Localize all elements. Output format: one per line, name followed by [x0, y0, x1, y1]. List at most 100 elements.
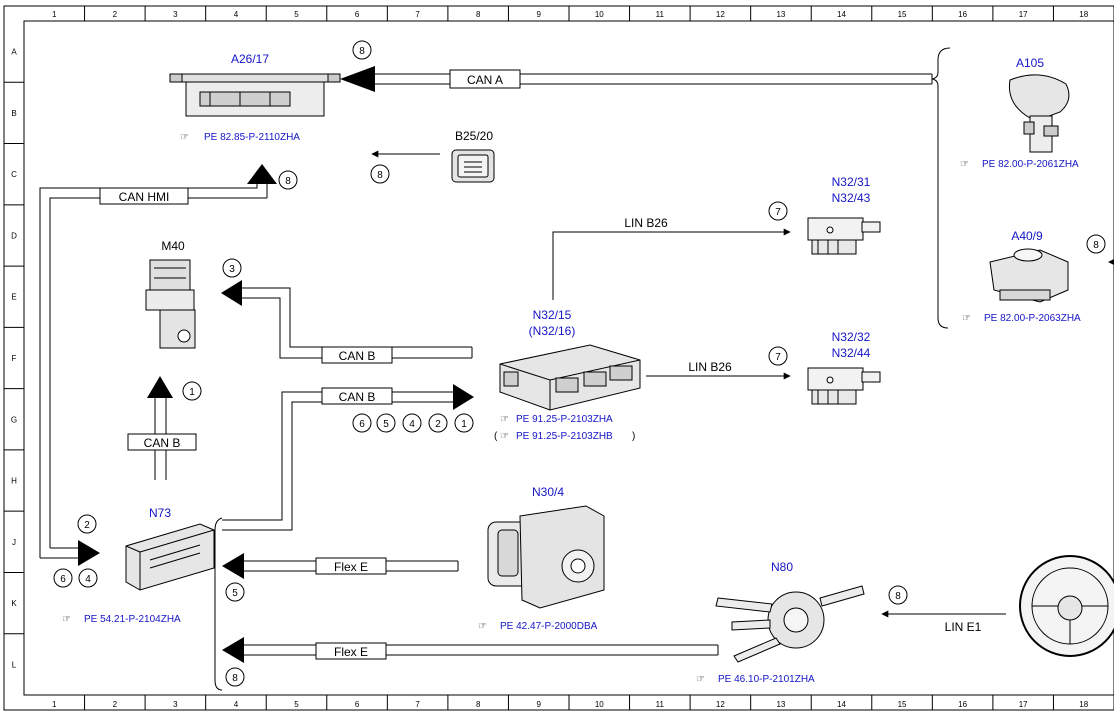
flex-e-bus-2 — [222, 637, 719, 663]
flex-e-label-2: Flex E — [334, 645, 368, 659]
grid-col-label-14-bottom: 14 — [837, 700, 846, 709]
marker-n73-6-text: 6 — [60, 574, 66, 585]
marker-flex-2-text: 8 — [232, 673, 238, 684]
grid-col-label-2-bottom: 2 — [113, 700, 118, 709]
marker-n73-2-text: 2 — [84, 520, 90, 531]
can-hmi-bus — [39, 164, 277, 558]
grid-col-label-5-bottom: 5 — [294, 700, 299, 709]
n32-32-connector-icon — [807, 367, 881, 405]
marker-g6-text: 6 — [359, 419, 365, 430]
n32-16-label: (N32/16) — [529, 324, 576, 338]
can-b-label-1: CAN B — [339, 349, 376, 363]
marker-a40 — [1086, 234, 1106, 254]
marker-flex-1-text: 5 — [232, 588, 238, 599]
marker-n73-2 — [77, 514, 97, 534]
a40-9-pointer-icon: ☞ — [962, 313, 971, 324]
marker-b25-text: 8 — [377, 170, 383, 181]
grid-row-label-J: J — [12, 538, 16, 547]
a105-ref: PE 82.00-P-2061ZHA — [982, 159, 1079, 170]
a105-pointer-icon: ☞ — [960, 159, 969, 170]
can-b-bus-up — [127, 376, 197, 480]
a40-9-label: A40/9 — [1011, 229, 1043, 243]
marker-n32-31-text: 7 — [775, 207, 781, 218]
n73-module-icon — [125, 523, 215, 591]
grid-col-label-6-top: 6 — [355, 10, 360, 19]
grid-col-label-14-top: 14 — [837, 10, 846, 19]
can-a-bus — [340, 66, 933, 92]
grid-col-label-3-top: 3 — [173, 10, 178, 19]
grid-col-label-11-bottom: 11 — [656, 700, 665, 709]
grid-col-label-4-bottom: 4 — [234, 700, 239, 709]
marker-a26-text: 8 — [359, 46, 365, 57]
n30-4-abs-unit-icon — [487, 505, 605, 609]
n30-4-pointer-icon: ☞ — [478, 621, 487, 632]
n32-31-connector-icon — [807, 217, 881, 255]
grid-col-label-12-top: 12 — [716, 10, 725, 19]
grid-col-label-11-top: 11 — [656, 10, 665, 19]
marker-n32-31 — [768, 201, 788, 221]
n73-can-hmi-end — [40, 547, 80, 559]
n80-label: N80 — [771, 560, 793, 574]
marker-a26 — [352, 40, 372, 60]
marker-flex-1 — [225, 582, 245, 602]
grid-col-label-2-top: 2 — [113, 10, 118, 19]
can-hmi-label: CAN HMI — [119, 190, 170, 204]
grid-col-label-8-top: 8 — [476, 10, 481, 19]
grid-col-label-16-bottom: 16 — [958, 700, 967, 709]
n30-4-label: N30/4 — [532, 485, 564, 499]
n32-16-paren-close: ) — [632, 431, 635, 442]
grid-col-label-7-top: 7 — [415, 10, 420, 19]
marker-flex-2 — [225, 667, 245, 687]
grid-col-label-3-bottom: 3 — [173, 700, 178, 709]
a105-label: A105 — [1016, 56, 1044, 70]
grid-row-label-G: G — [11, 415, 17, 424]
grid-row-label-D: D — [11, 231, 17, 240]
n32-32-label: N32/32 — [832, 330, 871, 344]
n73-pointer-icon: ☞ — [62, 614, 71, 625]
grid-ticks — [4, 6, 1054, 710]
n80-ref: PE 46.10-P-2101ZHA — [718, 674, 815, 685]
grid-labels: 1122334455667788991010111112121313141415… — [11, 10, 1089, 709]
grid-row-label-E: E — [11, 293, 16, 302]
grid-row-label-H: H — [11, 477, 17, 486]
n32-15-module-icon — [499, 344, 641, 411]
a26-17-module-icon — [169, 73, 341, 117]
a105-selector-lever-icon — [1008, 74, 1070, 153]
n32-16-paren-open: ( — [494, 431, 498, 442]
grid-col-label-5-top: 5 — [294, 10, 299, 19]
flex-e-label-1: Flex E — [334, 560, 368, 574]
can-b-label-up: CAN B — [144, 436, 181, 450]
grid-col-label-10-top: 10 — [595, 10, 604, 19]
a40-9-ref: PE 82.00-P-2063ZHA — [984, 313, 1081, 324]
a40-9-arrow — [1108, 259, 1114, 265]
can-b-bus-2 — [222, 384, 474, 531]
m40-label: M40 — [161, 239, 185, 253]
grid-col-label-10-bottom: 10 — [595, 700, 604, 709]
marker-n32-32 — [768, 346, 788, 366]
grid-col-label-17-bottom: 17 — [1019, 700, 1028, 709]
left-bracket — [214, 517, 223, 691]
n73-ref: PE 54.21-P-2104ZHA — [84, 614, 181, 625]
grid-col-label-9-bottom: 9 — [536, 700, 541, 709]
n73-arrow — [78, 540, 100, 566]
lin-e1-label: LIN E1 — [945, 620, 982, 634]
n32-43-label: N32/43 — [832, 191, 871, 205]
marker-m40 — [222, 258, 242, 278]
marker-hmi — [278, 170, 298, 190]
grid-col-label-17-top: 17 — [1019, 10, 1028, 19]
b25-20-sensor-icon — [451, 149, 495, 183]
marker-b25 — [370, 164, 390, 184]
marker-n32-32-text: 7 — [775, 352, 781, 363]
marker-g2-text: 2 — [435, 419, 441, 430]
marker-n73-6 — [53, 568, 73, 588]
n32-31-label: N32/31 — [832, 175, 871, 189]
grid-row-label-A: A — [11, 48, 17, 57]
n73-label: N73 — [149, 506, 171, 520]
n30-4-ref: PE 42.47-P-2000DBA — [500, 621, 598, 632]
a40-9-module-icon — [989, 248, 1069, 303]
n32-15-pointer-icon: ☞ — [500, 414, 509, 425]
marker-n73-4 — [78, 568, 98, 588]
marker-n73-4-text: 4 — [85, 574, 91, 585]
can-a-label: CAN A — [467, 73, 503, 87]
grid-col-label-8-bottom: 8 — [476, 700, 481, 709]
